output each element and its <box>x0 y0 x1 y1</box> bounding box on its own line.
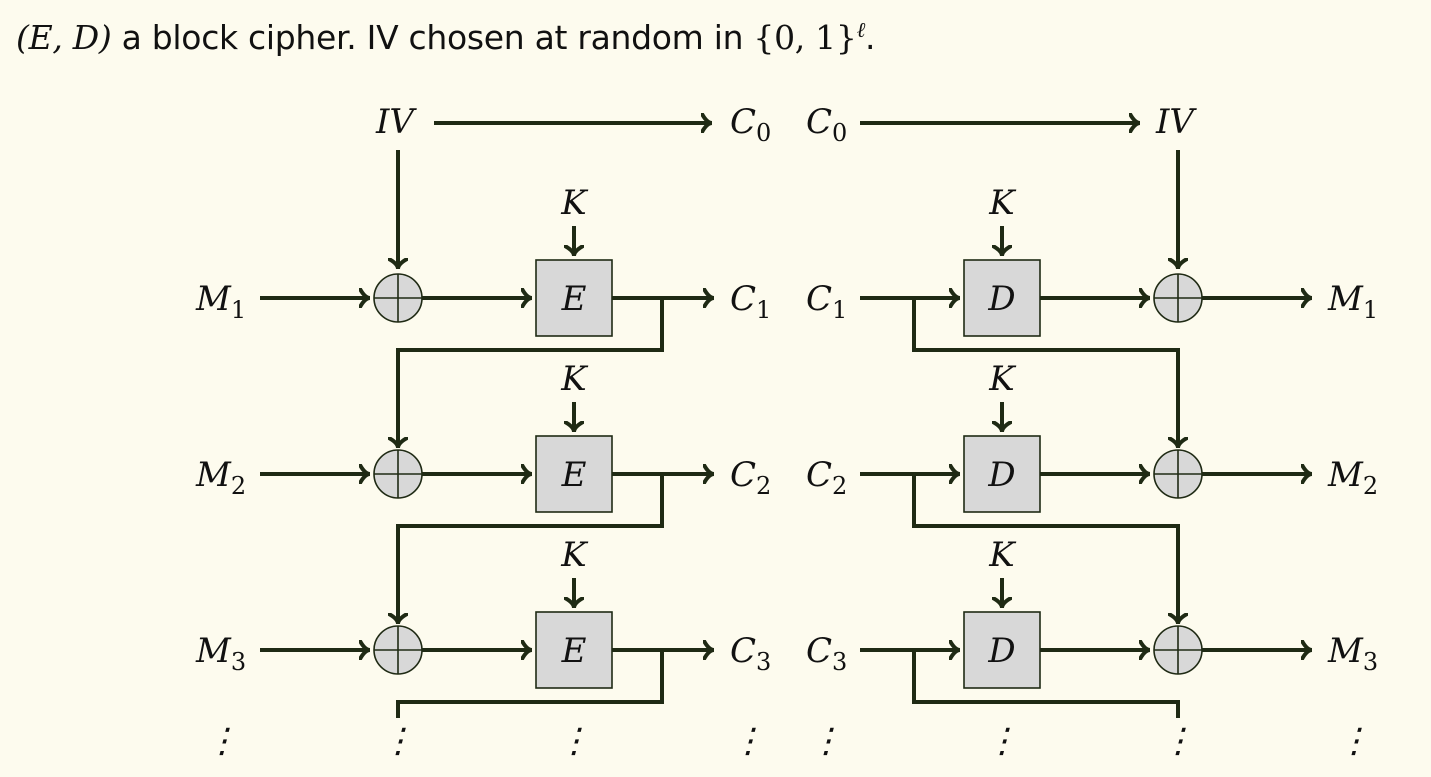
cipher-box-rect <box>963 611 1041 689</box>
enc-m1-label: M1 <box>195 279 246 324</box>
dec-m3-label: M3 <box>1327 631 1378 676</box>
enc-c1-label: C1 <box>730 279 771 324</box>
cipher-box-label: E <box>561 279 587 319</box>
dec-key-label-1: K <box>988 183 1017 223</box>
cipher-box-rect <box>535 611 613 689</box>
dec-ellipsis-2: ⋮ <box>985 721 1019 761</box>
dec-chain-feedback-1 <box>912 298 1178 448</box>
dec-m2-label: M2 <box>1327 455 1378 500</box>
enc-xor-1 <box>373 273 423 323</box>
enc-c2-label: C2 <box>730 455 771 500</box>
diagram-caption: (E, D) a block cipher. IV chosen at rand… <box>16 18 876 57</box>
dec-iv-label: IV <box>1155 102 1197 142</box>
dec-xor-2 <box>1153 449 1203 499</box>
cipher-box-label: D <box>987 631 1015 671</box>
enc-iv-label: IV <box>375 102 417 142</box>
cipher-box-label: E <box>561 631 587 671</box>
dec-key-label-2: K <box>988 359 1017 399</box>
enc-c0-label: C0 <box>730 102 771 147</box>
dec-ellipsis-3: ⋮ <box>1161 721 1195 761</box>
caption-period: . <box>865 18 876 57</box>
enc-xor-2 <box>373 449 423 499</box>
dec-cipher-box-1: D <box>963 259 1041 337</box>
enc-ellipsis-1: ⋮ <box>205 721 239 761</box>
cipher-box-label: E <box>561 455 587 495</box>
dec-m1-label: M1 <box>1327 279 1378 324</box>
enc-key-label-3: K <box>560 535 589 575</box>
cipher-box-rect <box>963 259 1041 337</box>
enc-m2-label: M2 <box>195 455 246 500</box>
enc-c3-label: C3 <box>730 631 771 676</box>
enc-chain-feedback-3 <box>396 650 664 718</box>
cipher-box-label: D <box>987 279 1015 319</box>
dec-xor-1 <box>1153 273 1203 323</box>
enc-xor-3 <box>373 625 423 675</box>
enc-ellipsis-4: ⋮ <box>731 721 765 761</box>
dec-chain-feedback-3 <box>912 650 1180 718</box>
enc-chain-feedback-2 <box>398 474 664 624</box>
enc-chain-feedback-1 <box>398 298 664 448</box>
cipher-box-label: D <box>987 455 1015 495</box>
dec-chain-feedback-2 <box>912 474 1178 624</box>
dec-xor-3 <box>1153 625 1203 675</box>
caption-text: a block cipher. IV chosen at random in <box>111 18 754 57</box>
enc-cipher-box-2: E <box>535 435 613 513</box>
enc-cipher-box-3: E <box>535 611 613 689</box>
enc-ellipsis-2: ⋮ <box>381 721 415 761</box>
dec-cipher-box-3: D <box>963 611 1041 689</box>
dec-c2-label: C2 <box>806 455 847 500</box>
caption-cipher-pair: (E, D) <box>16 18 112 57</box>
enc-cipher-box-1: E <box>535 259 613 337</box>
dec-ellipsis-4: ⋮ <box>1337 721 1371 761</box>
dec-key-label-3: K <box>988 535 1017 575</box>
dec-c0-label: C0 <box>806 102 847 147</box>
dec-ellipsis-1: ⋮ <box>809 721 843 761</box>
caption-set-exponent: ℓ <box>856 18 866 42</box>
enc-key-label-2: K <box>560 359 589 399</box>
enc-key-label-1: K <box>560 183 589 223</box>
enc-ellipsis-3: ⋮ <box>557 721 591 761</box>
enc-m3-label: M3 <box>195 631 246 676</box>
dec-cipher-box-2: D <box>963 435 1041 513</box>
dec-c3-label: C3 <box>806 631 847 676</box>
dec-c1-label: C1 <box>806 279 847 324</box>
caption-set: {0, 1} <box>753 18 857 57</box>
